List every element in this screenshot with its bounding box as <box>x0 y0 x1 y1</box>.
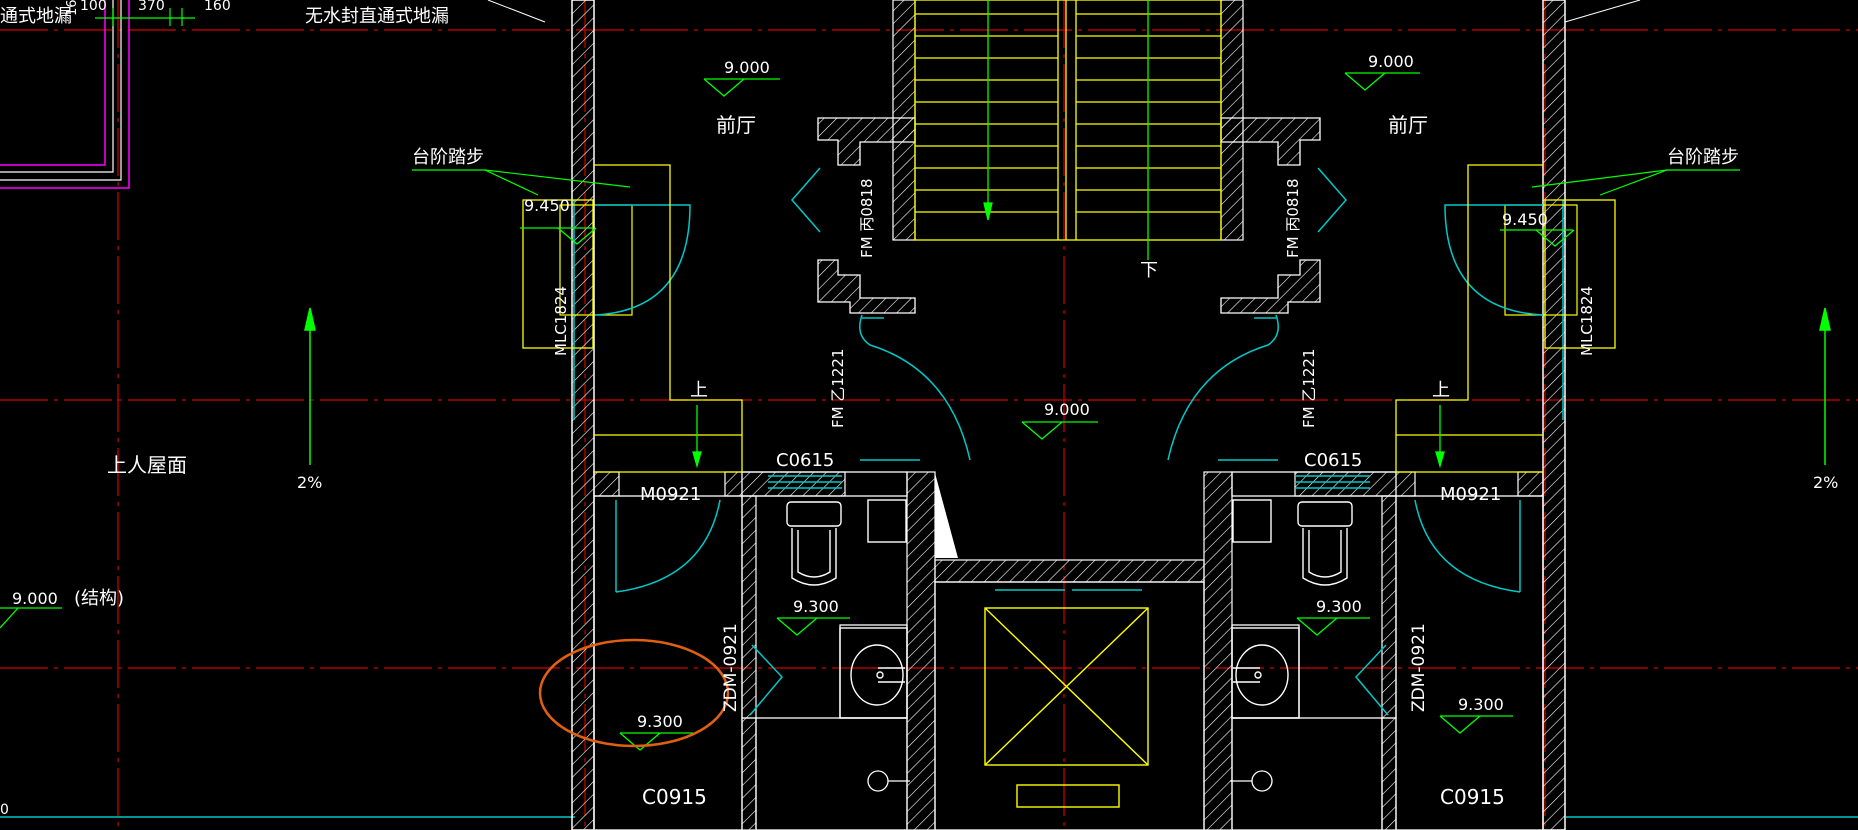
stair-down-label: 下 <box>1140 260 1158 281</box>
up-label-right: 上 <box>1432 380 1450 401</box>
drain-circles <box>867 770 1273 792</box>
dim-370: 370 <box>138 0 165 14</box>
elev-900-right: 9.000 <box>1368 52 1414 71</box>
elev-930-c: 9.300 <box>637 712 683 731</box>
door-mlc-left: MLC1824 <box>552 286 570 356</box>
elev-roof: 9.000 <box>12 589 58 608</box>
slope-label-right: 2% <box>1813 473 1838 492</box>
elev-930-b: 9.300 <box>1316 597 1362 616</box>
dim-100: 100 <box>80 0 107 14</box>
stair-doors <box>791 167 1347 461</box>
elev-900-left: 9.000 <box>724 58 770 77</box>
dimension-chain-top <box>95 8 195 26</box>
wall-bath-right-low <box>1381 717 1397 830</box>
parapet-line-white-1 <box>0 0 114 173</box>
edge-zero: 0 <box>0 802 9 818</box>
bath-door-zdm-right <box>1354 644 1389 716</box>
leader-line-top-left <box>487 0 546 23</box>
wall-right <box>1542 0 1566 830</box>
step-platform-left <box>594 164 743 473</box>
wall-bath-left-mid <box>741 495 757 719</box>
elev-945-right: 9.450 <box>1502 210 1548 229</box>
bath-door-m0921-left <box>615 499 721 593</box>
stair-flight <box>914 0 1222 241</box>
up-label-left: 上 <box>690 380 708 401</box>
foyer-label-left: 前厅 <box>716 113 756 137</box>
door-m0921-right: M0921 <box>1440 484 1501 505</box>
door-fm-bing-right: FM 丙0818 <box>1284 178 1302 258</box>
wall-left <box>571 0 595 830</box>
annotation-circle[interactable] <box>538 638 730 748</box>
wall-bath-right-mid <box>1381 495 1397 719</box>
door-zdm-left: ZDM-0921 <box>721 623 741 712</box>
step-label-left: 台阶踏步 <box>412 147 484 168</box>
bath-door-m0921-right <box>1414 499 1521 593</box>
elev-945-left: 9.450 <box>524 196 570 215</box>
parapet-line-magenta-2 <box>0 0 130 189</box>
roof-label: 上人屋面 <box>107 453 187 477</box>
wall-core-left <box>906 471 936 830</box>
stair-arrows <box>983 0 1149 260</box>
slope-label-left: 2% <box>297 473 322 492</box>
door-fm-yi-right: FM 乙1221 <box>1300 348 1318 428</box>
floor-drain-label-left: 通式地漏 <box>0 6 72 27</box>
door-fm-yi-left: FM 乙1221 <box>829 348 847 428</box>
wall-sep-left <box>593 471 620 497</box>
wall-core-right <box>1203 471 1233 830</box>
mlc-door-left <box>522 199 691 349</box>
step-platform-right <box>1395 164 1543 473</box>
wall-core-top <box>934 559 1205 583</box>
door-zdm-right: ZDM-0921 <box>1409 623 1429 712</box>
slope-arrow-right <box>1819 307 1831 465</box>
up-arrows <box>692 405 1445 469</box>
door-fm-bing-left: FM 丙0818 <box>858 178 876 258</box>
mlc-door-right <box>1444 199 1616 349</box>
elev-930-a: 9.300 <box>793 597 839 616</box>
wall-sep-right <box>1517 471 1544 497</box>
sink-left <box>839 627 908 719</box>
step-label-right: 台阶踏步 <box>1667 147 1739 168</box>
white-wedge <box>935 473 958 558</box>
dim-160: 160 <box>204 0 231 14</box>
elevator-shaft <box>984 607 1149 808</box>
toilet-left <box>786 499 907 586</box>
struct-note: (结构) <box>74 588 124 609</box>
win-c0915-right: C0915 <box>1440 785 1505 809</box>
foyer-label-right: 前厅 <box>1388 113 1428 137</box>
win-c0615-left: C0615 <box>776 450 834 471</box>
door-mlc-right: MLC1824 <box>1578 286 1596 356</box>
door-m0921-left: M0921 <box>640 484 701 505</box>
toilet-right <box>1232 499 1353 586</box>
wall-bath-left-low <box>741 717 757 830</box>
floor-drain-label-mid: 无水封直通式地漏 <box>305 6 449 27</box>
elev-marker-roof <box>0 607 62 629</box>
win-c0915-left: C0915 <box>642 785 707 809</box>
elev-markers <box>520 72 1575 751</box>
bath-door-zdm-left <box>749 644 784 716</box>
window-strips <box>573 200 1564 591</box>
win-c0615-right: C0615 <box>1304 450 1362 471</box>
leader-line-top-right <box>1564 0 1641 23</box>
parapet-line-magenta <box>0 0 106 166</box>
step-leaders <box>412 169 1740 196</box>
bath-partitions <box>593 471 1544 830</box>
parapet-line-white-2 <box>0 0 122 181</box>
slope-arrow-left <box>304 307 316 465</box>
elev-900-center: 9.000 <box>1044 400 1090 419</box>
dim-160-vertical: 160 <box>65 0 80 16</box>
sink-right <box>1231 627 1300 719</box>
outer-walls <box>571 0 1566 830</box>
parapet-outline <box>0 0 130 189</box>
elev-930-d: 9.300 <box>1458 695 1504 714</box>
stair-jambs <box>817 117 1321 314</box>
